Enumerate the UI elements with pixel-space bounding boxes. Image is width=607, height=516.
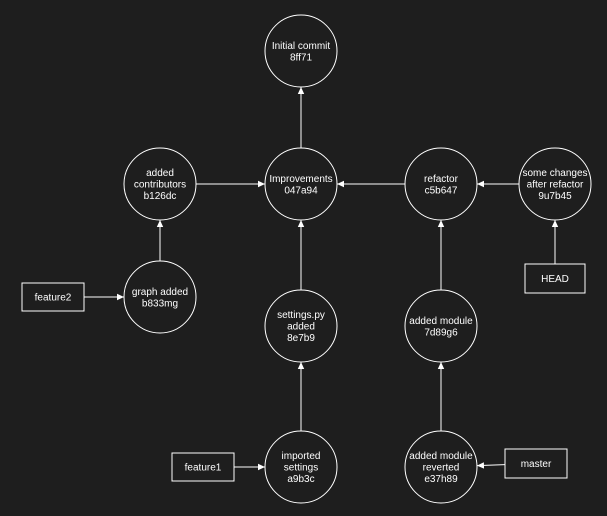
commit-label-line: contributors [134,180,186,191]
commit-label-line: b126dc [144,191,177,202]
commit-label-line: settings [284,463,318,474]
commit-circle [404,289,478,363]
commit-label-line: a9b3c [287,474,314,485]
commit-circle [123,260,197,334]
ref-label: master [521,459,552,470]
ref-box-head[interactable]: HEAD [524,263,586,294]
commit-label-line: e37h89 [424,474,458,485]
ref-label: feature1 [185,463,222,474]
commit-label-line: after refactor [527,180,584,191]
commit-label-line: added [146,168,174,179]
commit-label-line: 8ff71 [290,52,312,63]
commit-label-line: b833mg [142,298,178,309]
commit-circle [264,14,338,88]
ref-box-outline [524,263,586,294]
ref-box-feature1[interactable]: feature1 [171,452,235,482]
commit-circle [264,430,338,504]
commit-label-line: imported [282,451,321,462]
ref-box-master[interactable]: master [504,448,568,479]
commit-circle [404,147,478,221]
commit-label-line: 047a94 [284,185,318,196]
commit-label-line: some changes [522,168,587,179]
commit-label-line: added [287,322,315,333]
edges-layer [84,87,559,471]
ref-box-feature2[interactable]: feature2 [21,282,85,312]
commit-label-line: 9u7b45 [538,191,572,202]
commit-circle [404,430,478,504]
ref-box-outline [504,448,568,479]
ref-label: HEAD [541,274,569,285]
ref-label: feature2 [35,293,72,304]
edge-master-to-module-reverted [476,462,506,469]
commit-circle [264,289,338,363]
commit-circle [518,147,592,221]
commit-label-line: added module [409,451,473,462]
ref-box-outline [171,452,235,482]
commit-circle [123,147,197,221]
commit-label-line: 7d89g6 [424,327,458,338]
ref-box-outline [21,282,85,312]
commit-circle [264,147,338,221]
commit-label-line: graph added [132,287,188,298]
commit-label-line: c5b647 [425,185,458,196]
commit-label-line: refactor [424,174,459,185]
commit-label-line: 8e7b9 [287,333,315,344]
commit-label-line: Initial commit [272,41,331,52]
commit-label-line: settings.py [277,310,325,321]
commit-label-line: reverted [423,463,460,474]
commit-label-line: added module [409,316,473,327]
commit-label-line: Improvements [269,174,332,185]
